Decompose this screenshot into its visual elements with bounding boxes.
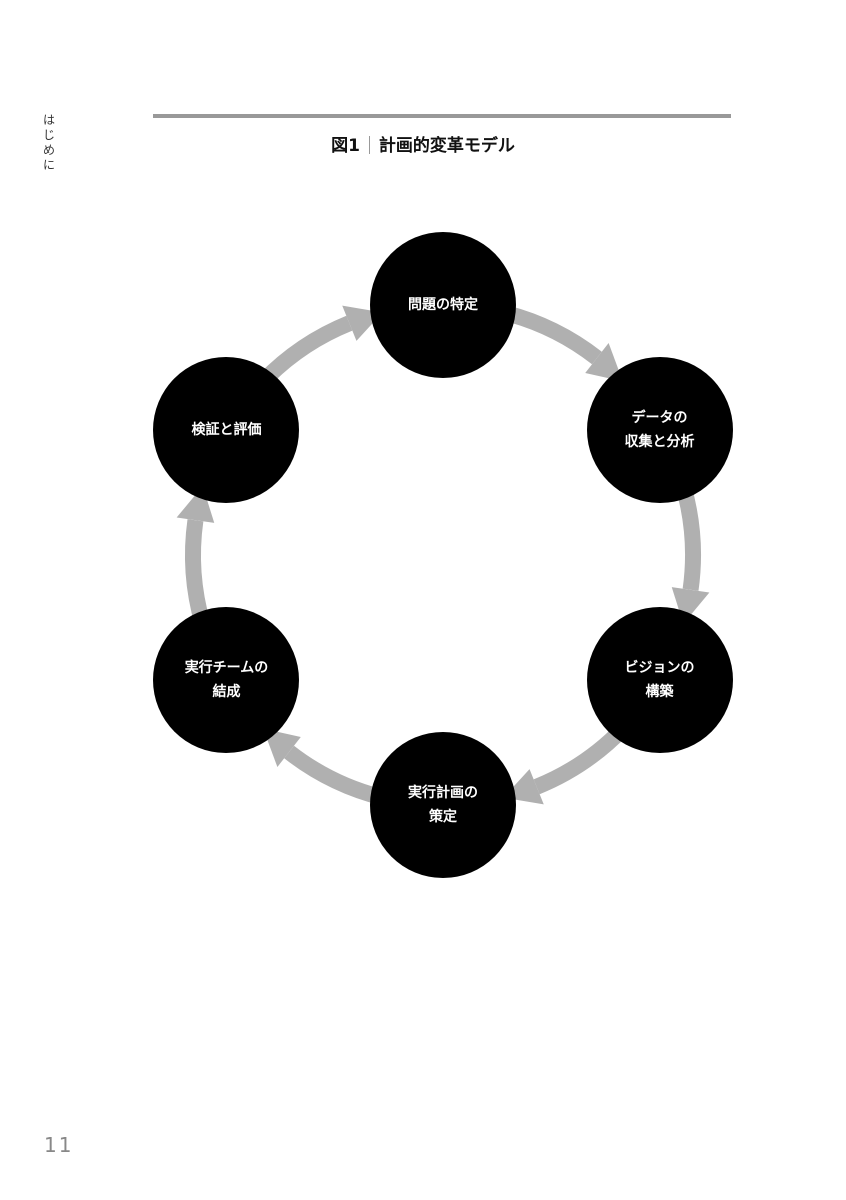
- cycle-node-label: データの 収集と分析: [624, 410, 695, 450]
- title-separator: [368, 136, 370, 154]
- cycle-arrow-shaft: [533, 723, 629, 795]
- cycle-node-label: ビジョンの 構築: [624, 660, 695, 700]
- cycle-node: 実行チームの 結成: [153, 607, 300, 753]
- cycle-arrow-shaft: [675, 483, 701, 591]
- figure-title-text: 計画的変革モデル: [378, 136, 515, 156]
- cycle-arrow-shaft: [257, 315, 353, 387]
- cycle-node-label: 問題の特定: [408, 297, 478, 313]
- cycle-node-label: 検証と評価: [191, 422, 262, 438]
- cycle-node: 問題の特定: [370, 232, 516, 378]
- page-number: 11: [44, 1133, 74, 1157]
- cycle-arrow-shaft: [501, 304, 602, 365]
- cycle-node-label: 実行チームの 結成: [184, 660, 269, 700]
- cycle-node: データの 収集と分析: [586, 357, 733, 503]
- cycle-node: 検証と評価: [153, 357, 300, 503]
- arrowhead-icon: [585, 343, 623, 382]
- cycle-node: 実行計画の 策定: [370, 732, 516, 878]
- cycle-node: ビジョンの 構築: [586, 607, 733, 753]
- figure-title: 図1 計画的変革モデル: [0, 131, 846, 156]
- arrowhead-icon: [263, 728, 301, 767]
- figure-label: 図1: [331, 136, 360, 156]
- title-rule: [153, 114, 731, 118]
- running-head: はじめに: [42, 113, 55, 172]
- cycle-arrow-shaft: [284, 745, 385, 806]
- cycle-node-label: 実行計画の 策定: [408, 785, 478, 825]
- cycle-arrow-shaft: [185, 519, 211, 627]
